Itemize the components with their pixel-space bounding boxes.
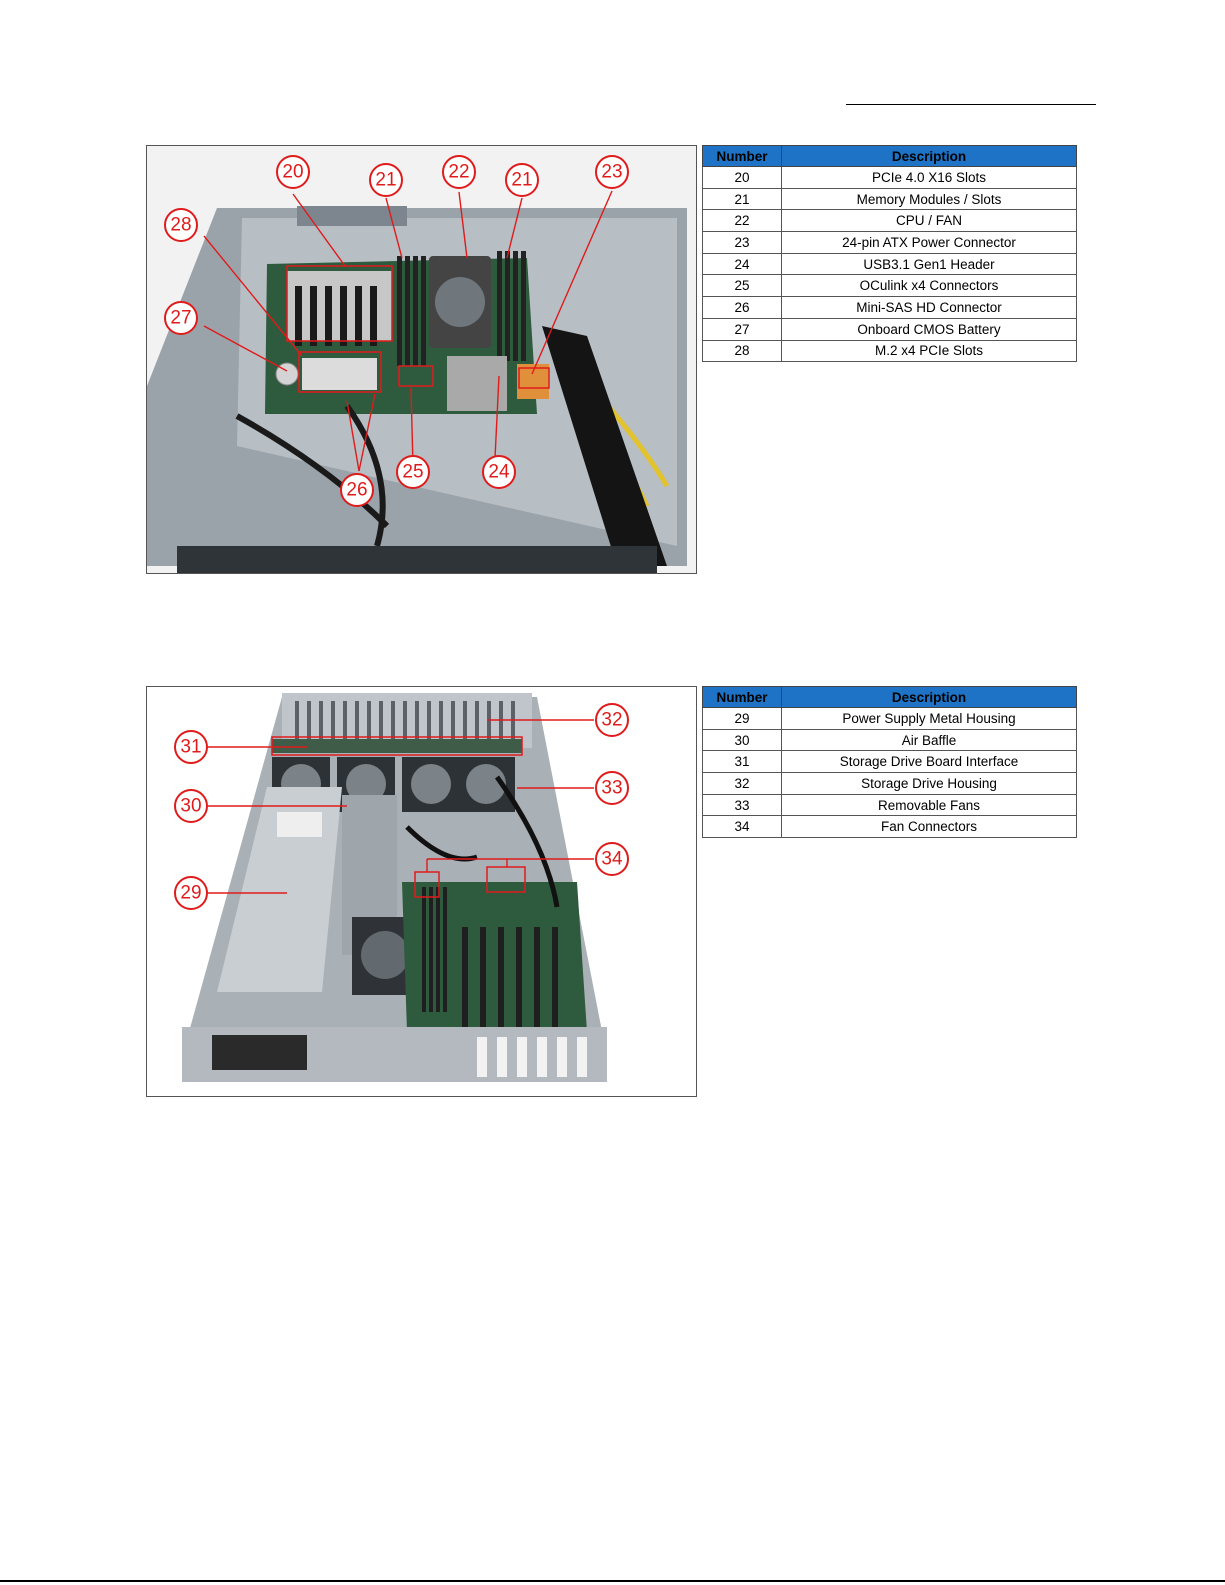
part-description: M.2 x4 PCIe Slots xyxy=(781,339,1077,363)
callout-circle-23 xyxy=(595,155,629,189)
part-number: 33 xyxy=(702,793,782,817)
part-description: Fan Connectors xyxy=(781,815,1077,839)
callout-label: 26 xyxy=(346,480,367,501)
header-rule xyxy=(846,104,1096,105)
callout-label: 20 xyxy=(282,162,303,183)
part-number: 22 xyxy=(702,209,782,233)
number-header: Number xyxy=(702,686,782,708)
part-description: Storage Drive Housing xyxy=(781,772,1077,795)
part-number: 20 xyxy=(702,166,782,189)
callout-circle-21b xyxy=(505,163,539,197)
part-number: 26 xyxy=(702,296,782,319)
callout-label: 33 xyxy=(601,778,622,799)
figure2-photo: 31 30 29 32 33 34 xyxy=(146,686,697,1097)
part-description: OCulink x4 Connectors xyxy=(781,274,1077,298)
part-number: 21 xyxy=(702,187,782,211)
callout-circle-33 xyxy=(595,771,629,805)
part-description: Onboard CMOS Battery xyxy=(781,317,1077,341)
part-number: 27 xyxy=(702,317,782,341)
callout-label: 24 xyxy=(488,462,510,483)
callout-circle-27 xyxy=(164,301,198,335)
part-description: PCIe 4.0 X16 Slots xyxy=(781,166,1077,189)
callout-circle-24 xyxy=(482,455,516,489)
part-number: 30 xyxy=(702,728,782,752)
callout-circle-29 xyxy=(174,876,208,910)
figure1-illustration: 20 21 22 21 23 28 27 26 25 24 xyxy=(147,146,696,573)
callout-circle-28 xyxy=(164,208,198,242)
callout-circle-25 xyxy=(396,455,430,489)
part-description: Power Supply Metal Housing xyxy=(781,707,1077,730)
callout-label: 25 xyxy=(402,462,423,483)
part-number: 24 xyxy=(702,252,782,276)
callout-circle-30 xyxy=(174,789,208,823)
figure1-photo: 20 21 22 21 23 28 27 26 25 24 xyxy=(146,145,697,574)
part-number: 32 xyxy=(702,772,782,795)
part-description: USB3.1 Gen1 Header xyxy=(781,252,1077,276)
description-header: Description xyxy=(781,686,1077,708)
table-header-row: Number Description xyxy=(702,686,1077,708)
part-description: CPU / FAN xyxy=(781,209,1077,233)
callout-circle-34 xyxy=(595,842,629,876)
callout-circle-20 xyxy=(276,155,310,189)
part-number: 34 xyxy=(702,815,782,839)
callout-circle-22 xyxy=(442,155,476,189)
callout-circle-21a xyxy=(369,163,403,197)
description-header: Description xyxy=(781,145,1077,167)
part-description: 24-pin ATX Power Connector xyxy=(781,231,1077,254)
part-description: Removable Fans xyxy=(781,793,1077,817)
number-header: Number xyxy=(702,145,782,167)
callout-label: 31 xyxy=(180,737,201,758)
callout-circle-31 xyxy=(174,730,208,764)
part-number: 25 xyxy=(702,274,782,298)
part-description: Mini-SAS HD Connector xyxy=(781,296,1077,319)
callout-label: 30 xyxy=(180,796,201,817)
callout-label: 28 xyxy=(170,215,191,236)
table-header-row: Number Description xyxy=(702,145,1077,167)
callout-label: 32 xyxy=(601,710,622,731)
part-description: Memory Modules / Slots xyxy=(781,187,1077,211)
footer-rule xyxy=(0,1580,1225,1582)
callout-circle-26 xyxy=(340,473,374,507)
callout-label: 21 xyxy=(375,170,396,191)
part-number: 31 xyxy=(702,750,782,774)
part-number: 29 xyxy=(702,707,782,730)
part-number: 28 xyxy=(702,339,782,363)
callout-circle-32 xyxy=(595,703,629,737)
callout-label: 21 xyxy=(511,170,532,191)
part-number: 23 xyxy=(702,231,782,254)
callout-label: 22 xyxy=(448,162,469,183)
callout-label: 27 xyxy=(170,308,191,329)
part-description: Air Baffle xyxy=(781,728,1077,752)
callout-label: 29 xyxy=(180,883,201,904)
callout-label: 23 xyxy=(601,162,622,183)
callout-label: 34 xyxy=(601,849,623,870)
figure2-illustration: 31 30 29 32 33 34 xyxy=(147,687,696,1096)
part-description: Storage Drive Board Interface xyxy=(781,750,1077,774)
